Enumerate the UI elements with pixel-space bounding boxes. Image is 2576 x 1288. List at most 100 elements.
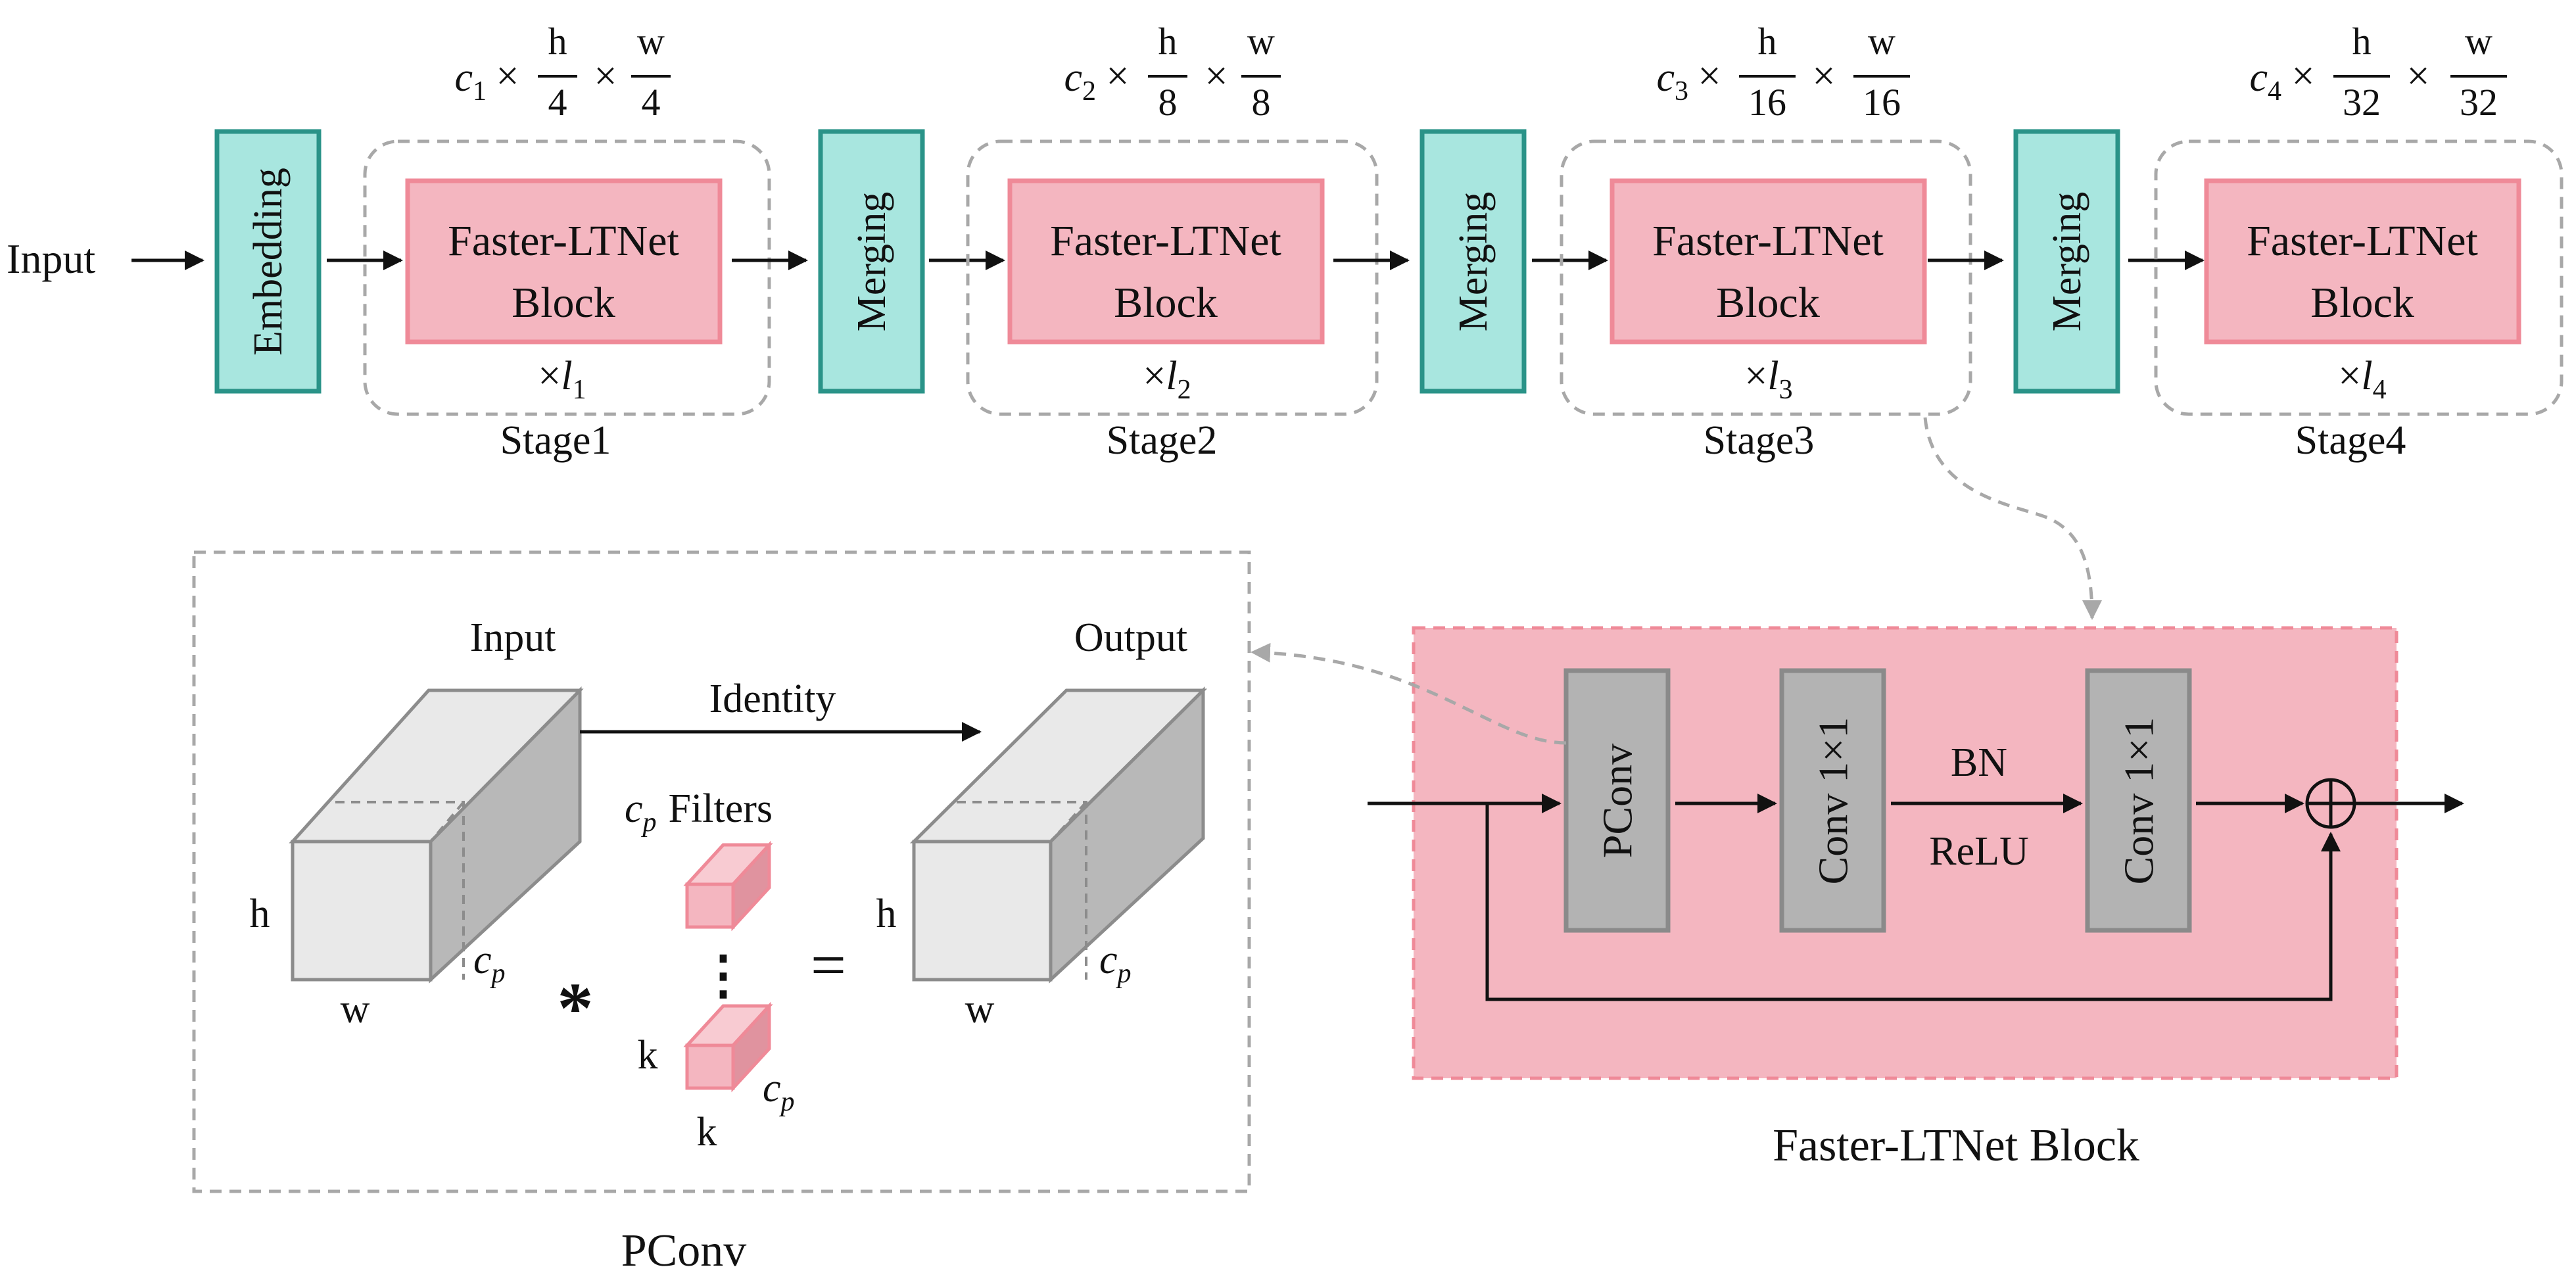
merging-label: Merging xyxy=(2045,192,2089,331)
merging-label: Merging xyxy=(849,192,894,331)
equals-sign: = xyxy=(811,930,846,1000)
repeat-count: ×l4 xyxy=(2338,354,2386,405)
svg-text:h: h xyxy=(1158,20,1178,62)
input-label: Input xyxy=(7,235,95,282)
svg-text:c1: c1 xyxy=(454,55,487,107)
svg-text:h: h xyxy=(2352,20,2372,62)
faster-ltnet-block xyxy=(1610,178,1927,345)
pconv-detail-connector xyxy=(1251,642,1567,745)
svg-text:w: w xyxy=(1247,20,1275,62)
conv1x1-box xyxy=(1779,668,1886,933)
pconv-box xyxy=(1563,668,1671,933)
svg-text:w: w xyxy=(2465,20,2493,62)
svg-text:16: 16 xyxy=(1748,81,1786,124)
svg-text:16: 16 xyxy=(1863,81,1901,124)
svg-text:×: × xyxy=(1107,54,1130,99)
block-label-line2: Block xyxy=(1716,279,1820,327)
stage-name: Stage2 xyxy=(1107,418,1218,463)
stage-4: Faster-LTNet Block ×l4 Stage4 c4 × h 32 … xyxy=(2154,20,2564,463)
stage-dashed-frame xyxy=(966,139,1379,416)
input-label: Input xyxy=(470,615,556,660)
h-label: h xyxy=(876,892,897,936)
dim-formula: c3 × h 16 × w 16 xyxy=(1656,20,1910,124)
filter-cube xyxy=(683,840,773,932)
stage-2: Faster-LTNet Block ×l2 Stage2 c2 × h 8 ×… xyxy=(966,20,1379,463)
convolution-operator: * xyxy=(558,968,594,1048)
conv1x1-box xyxy=(2085,668,2192,933)
block-detail-caption: Faster-LTNet Block xyxy=(1773,1120,2139,1171)
svg-text:4: 4 xyxy=(642,81,661,124)
block-label-line2: Block xyxy=(2310,279,2414,327)
relu-label: ReLU xyxy=(1929,829,2029,874)
svg-text:×: × xyxy=(1698,54,1721,99)
block-label-line2: Block xyxy=(1114,279,1218,327)
w-label: w xyxy=(341,987,370,1032)
repeat-count: ×l2 xyxy=(1143,354,1191,405)
block-label-line1: Faster-LTNet xyxy=(2247,217,2478,265)
svg-text:×: × xyxy=(594,54,617,99)
block-detail-frame xyxy=(1412,626,2398,1080)
conv1x1-label: Conv 1×1 xyxy=(2116,717,2162,885)
filter-cube xyxy=(683,1001,773,1093)
svg-text:32: 32 xyxy=(2460,81,2498,124)
block-detail-panel: PConv Conv 1×1 BN ReLU Conv 1×1 xyxy=(1251,626,2464,1080)
svg-text:w: w xyxy=(1868,20,1896,62)
merging-label: Merging xyxy=(1451,192,1496,331)
k-label: k xyxy=(638,1033,658,1078)
stage-name: Stage4 xyxy=(2295,418,2406,463)
block-label-line1: Faster-LTNet xyxy=(1652,217,1884,265)
dim-formula: c2 × h 8 × w 8 xyxy=(1064,20,1281,124)
cp-label: cp xyxy=(763,1066,795,1117)
stage-name: Stage3 xyxy=(1704,418,1815,463)
svg-text:×: × xyxy=(2407,54,2430,99)
svg-text:w: w xyxy=(637,20,665,62)
dim-formula: c1 × h 4 × w 4 xyxy=(454,20,671,124)
output-tensor xyxy=(909,686,1208,984)
stage-3: Faster-LTNet Block ×l3 Stage3 c3 × h 16 … xyxy=(1560,20,1972,463)
output-label: Output xyxy=(1074,615,1187,660)
stage-dashed-frame xyxy=(2154,139,2564,416)
filter-ellipsis: ⋮ xyxy=(697,947,750,1005)
svg-text:h: h xyxy=(1758,20,1777,62)
svg-text:c3: c3 xyxy=(1656,55,1688,107)
block-label-line1: Faster-LTNet xyxy=(1050,217,1281,265)
zoom-connector xyxy=(1923,417,2102,620)
svg-text:×: × xyxy=(496,54,519,99)
merging-box xyxy=(1419,129,1527,394)
residual-connection xyxy=(1485,803,2341,1001)
faster-ltnet-block xyxy=(1007,178,1325,345)
pconv-dashed-frame xyxy=(192,550,1251,1193)
svg-text:4: 4 xyxy=(548,81,567,124)
stage-dashed-frame xyxy=(363,139,771,416)
dim-formula: c4 × h 32 × w 32 xyxy=(2249,20,2507,124)
svg-text:×: × xyxy=(1813,54,1836,99)
faster-ltnet-block xyxy=(405,178,723,345)
svg-text:32: 32 xyxy=(2343,81,2381,124)
conv1x1-label: Conv 1×1 xyxy=(1810,717,1857,885)
h-label: h xyxy=(250,892,270,936)
svg-text:8: 8 xyxy=(1158,81,1178,124)
repeat-count: ×l1 xyxy=(538,354,586,405)
embedding-box xyxy=(214,129,322,394)
merging-box xyxy=(2013,129,2120,394)
input-tensor xyxy=(289,686,584,984)
cp-label: cp xyxy=(473,938,506,989)
w-label: w xyxy=(965,987,995,1032)
svg-text:×: × xyxy=(2292,54,2315,99)
block-label-line2: Block xyxy=(512,279,615,327)
svg-text:8: 8 xyxy=(1252,81,1271,124)
svg-text:c4: c4 xyxy=(2249,55,2281,107)
pconv-caption: PConv xyxy=(621,1226,747,1276)
stage-dashed-frame xyxy=(1560,139,1972,416)
block-label-line1: Faster-LTNet xyxy=(448,217,679,265)
identity-label: Identity xyxy=(709,677,836,721)
pconv-box-label: PConv xyxy=(1594,744,1641,858)
add-node xyxy=(2305,778,2356,829)
faster-ltnet-block xyxy=(2204,178,2521,345)
svg-text:c2: c2 xyxy=(1064,55,1096,107)
bn-label: BN xyxy=(1951,740,2007,785)
stage-name: Stage1 xyxy=(500,418,611,463)
merging-box xyxy=(818,129,925,394)
